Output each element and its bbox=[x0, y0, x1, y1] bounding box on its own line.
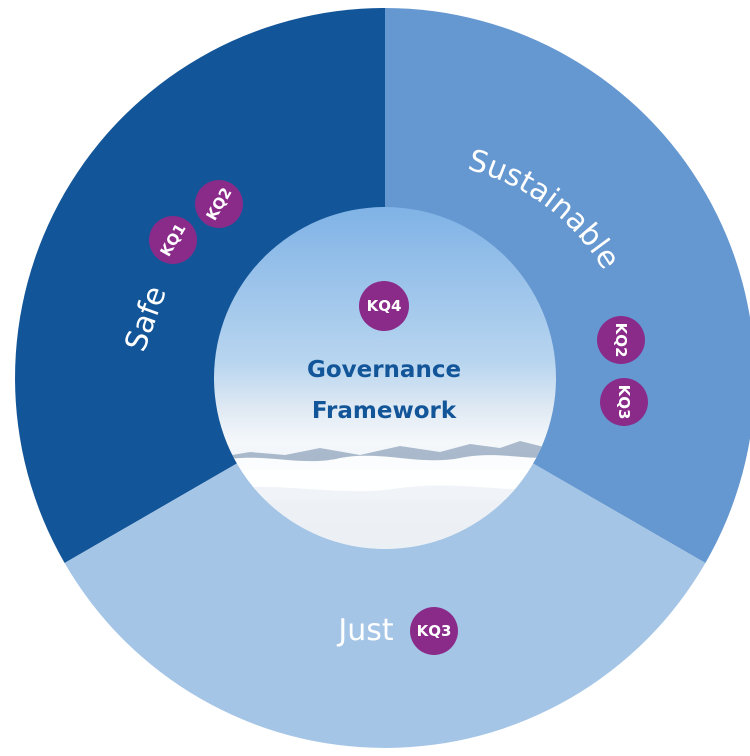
badge-sustainable-kq2: KQ2 bbox=[597, 316, 645, 364]
svg-text:KQ3: KQ3 bbox=[417, 622, 452, 640]
svg-text:KQ3: KQ3 bbox=[615, 385, 633, 420]
badge-sustainable-kq3: KQ3 bbox=[600, 378, 648, 426]
badge-safe-kq1: KQ1 bbox=[149, 216, 197, 264]
center-sky-image bbox=[214, 207, 556, 549]
center-title-line1: Governance bbox=[307, 357, 461, 383]
badge-safe-kq2: KQ2 bbox=[195, 180, 243, 228]
badge-just-kq3: KQ3 bbox=[410, 607, 458, 655]
badge-center-kq4: KQ4 bbox=[359, 281, 409, 331]
segment-just bbox=[64, 378, 706, 748]
just-label: Just bbox=[336, 613, 393, 648]
svg-text:KQ2: KQ2 bbox=[612, 323, 630, 358]
center-title-line2: Framework bbox=[312, 398, 457, 424]
svg-text:KQ4: KQ4 bbox=[367, 297, 402, 315]
